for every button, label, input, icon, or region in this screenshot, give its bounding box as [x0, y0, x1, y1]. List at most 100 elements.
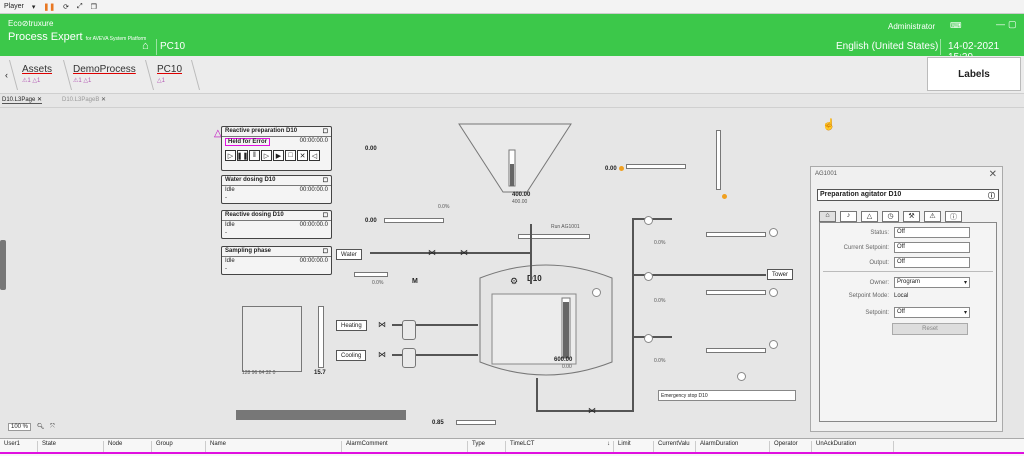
- column-header[interactable]: Group: [154, 441, 206, 453]
- column-header[interactable]: CurrentValu: [656, 441, 696, 453]
- divider: [133, 60, 155, 90]
- alarm-table-header: User1 State Node Group Name AlarmComment…: [0, 438, 1024, 456]
- warning-icon: △: [214, 128, 222, 139]
- user-name[interactable]: Administrator: [888, 22, 936, 31]
- stop-icon[interactable]: □: [285, 150, 296, 161]
- pause-icon[interactable]: ❚❚: [43, 3, 56, 11]
- player-menu[interactable]: Player: [4, 3, 24, 10]
- tab-wrench-icon[interactable]: ⚒: [903, 211, 920, 222]
- column-header[interactable]: AlarmComment: [344, 441, 468, 453]
- column-header[interactable]: Limit: [616, 441, 654, 453]
- setpoint-select[interactable]: Setpoint:Off▾: [819, 307, 970, 318]
- tab-d10-l3pageb[interactable]: D10.L3PageB ✕: [62, 97, 107, 103]
- language-selector[interactable]: English (United States): [836, 41, 939, 52]
- outlet-indicator: [769, 288, 778, 297]
- abort-icon[interactable]: ✕: [297, 150, 308, 161]
- outlet-pct: 0.0%: [654, 298, 666, 304]
- home-icon[interactable]: ⌂: [142, 40, 149, 52]
- column-header[interactable]: Name: [208, 441, 342, 453]
- column-header[interactable]: User1: [2, 441, 38, 453]
- checkbox-icon: ☐: [322, 249, 328, 255]
- reactor-vessel: [479, 264, 613, 376]
- windows-icon[interactable]: ❐: [90, 3, 97, 11]
- labels-button[interactable]: Labels: [927, 57, 1021, 91]
- tab-home-icon[interactable]: ⌂: [819, 211, 836, 222]
- start-icon[interactable]: ▷: [225, 150, 236, 161]
- level-value: 15.7: [314, 370, 326, 376]
- valve-icon[interactable]: ⋈: [378, 350, 386, 359]
- outlet-indicator: [737, 372, 746, 381]
- tab-clock-icon[interactable]: ◷: [882, 211, 899, 222]
- pct-label: 0.0%: [372, 280, 384, 286]
- outlet-tower[interactable]: Tower: [767, 269, 794, 280]
- page-tabs: D10.L3Page ✕ D10.L3PageB ✕: [0, 94, 1024, 108]
- tab-bell-icon[interactable]: ♪: [840, 211, 857, 222]
- valve-icon[interactable]: ⋈: [588, 406, 596, 415]
- valve-icon[interactable]: ⋈: [460, 248, 468, 257]
- outlet-indicator: [769, 228, 778, 237]
- breadcrumb-item-demoprocess[interactable]: DemoProcess⚠1 △1: [73, 64, 136, 84]
- side-handle[interactable]: [0, 240, 6, 290]
- inlet-water[interactable]: Water: [336, 249, 362, 260]
- zoom-control[interactable]: 100 % 🔍︎ ⤧: [8, 423, 55, 431]
- agitator-icon[interactable]: ⚙: [510, 276, 519, 286]
- divider: [0, 60, 19, 90]
- resume-icon[interactable]: ▷: [261, 150, 272, 161]
- column-header[interactable]: Node: [106, 441, 152, 453]
- valve-icon[interactable]: ⋈: [378, 320, 386, 329]
- column-header[interactable]: TimeLCT ↓: [508, 441, 614, 453]
- inlet-cooling[interactable]: Cooling: [336, 350, 367, 361]
- owner-select[interactable]: Owner:Program▾: [819, 277, 970, 288]
- column-header[interactable]: UnAckDuration: [814, 441, 894, 453]
- menu-chevron-icon[interactable]: ‹: [5, 70, 8, 80]
- valve-icon[interactable]: ⋈: [428, 248, 436, 257]
- hopper-graphic: [458, 123, 572, 193]
- phase-panel[interactable]: Reactive preparation D10☐ Held for Error…: [221, 126, 332, 171]
- breadcrumb-item-assets[interactable]: Assets⚠1 △1: [22, 64, 53, 84]
- vessel-value: 600.00: [554, 357, 573, 363]
- fullscreen-icon[interactable]: ⤢: [76, 2, 83, 10]
- heat-exchanger: [402, 348, 416, 368]
- chevron-down-icon: ▾: [963, 280, 967, 286]
- pipe: [632, 218, 634, 412]
- emergency-stop-field[interactable]: Emergency stop D10: [658, 390, 796, 401]
- reset-button[interactable]: Reset: [892, 323, 968, 335]
- tab-alarm-icon[interactable]: ⚠: [924, 211, 941, 222]
- level-gauge: [318, 306, 324, 368]
- step-icon[interactable]: ▶: [273, 150, 284, 161]
- reset-icon[interactable]: ◁: [309, 150, 320, 161]
- tab-d10-l3page[interactable]: D10.L3Page ✕: [2, 97, 43, 104]
- close-icon: ✕: [101, 97, 107, 103]
- column-header[interactable]: AlarmDuration: [698, 441, 770, 453]
- close-icon[interactable]: ✕: [988, 169, 997, 180]
- inlet-heating[interactable]: Heating: [336, 320, 367, 331]
- pause-icon[interactable]: ‖: [249, 150, 260, 161]
- outlet-pct: 0.0%: [654, 358, 666, 364]
- brand-logo: Eco⊘truxure: [8, 19, 54, 28]
- refresh-icon[interactable]: ⟳: [63, 3, 69, 11]
- tab-info-icon[interactable]: ⓘ: [945, 211, 962, 222]
- pipe: [392, 324, 478, 326]
- pipe: [530, 224, 532, 284]
- divider: [823, 271, 993, 272]
- column-header[interactable]: Type: [470, 441, 506, 453]
- column-header[interactable]: Operator: [772, 441, 812, 453]
- motor-icon[interactable]: M: [412, 278, 418, 285]
- window-controls[interactable]: —▢: [996, 19, 1020, 29]
- hopper-value-secondary: 400.00: [512, 199, 528, 205]
- pct-label: 0.0%: [438, 204, 450, 210]
- divider: [51, 60, 73, 90]
- dropdown-icon[interactable]: ▾: [31, 3, 36, 11]
- outlet-indicator: [592, 288, 601, 297]
- hold-icon[interactable]: ❚❚: [237, 150, 248, 161]
- faceplate-body: [819, 222, 997, 422]
- left-tank: [242, 306, 302, 372]
- faceplate-id: AG1001: [815, 171, 838, 177]
- breadcrumb-item-pc10[interactable]: PC10△1: [157, 64, 183, 84]
- keyboard-icon[interactable]: ⌨: [950, 21, 962, 30]
- tab-warning-icon[interactable]: △: [861, 211, 878, 222]
- column-header[interactable]: State: [40, 441, 104, 453]
